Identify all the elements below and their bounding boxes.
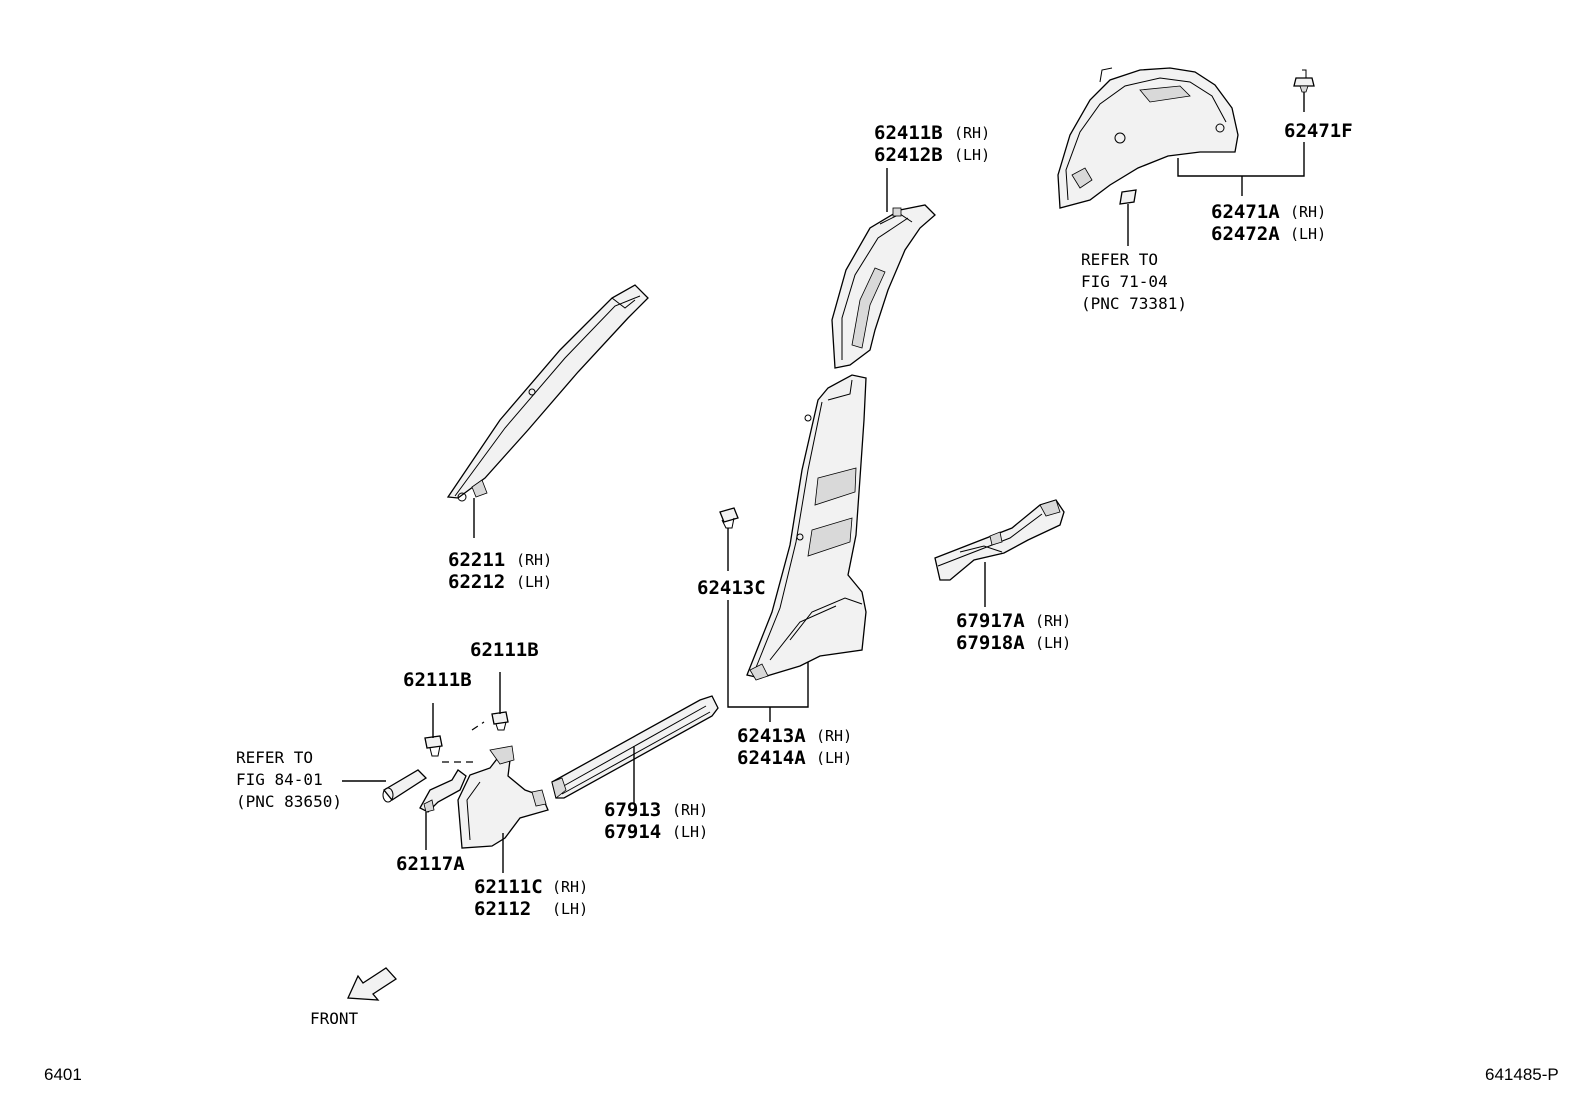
svg-text:(LH): (LH): [816, 749, 852, 767]
front-pillar-garnish-drawing: [446, 284, 649, 502]
label-67913-67914: 67913 (RH) 67914 (LH): [604, 799, 708, 843]
svg-text:62414A: 62414A: [737, 747, 806, 769]
svg-text:(RH): (RH): [516, 551, 552, 569]
label-62411b-62412b: 62411B (RH) 62412B (LH): [874, 122, 990, 166]
svg-text:FIG 84-01: FIG 84-01: [236, 770, 323, 789]
svg-text:(RH): (RH): [816, 727, 852, 745]
front-arrow-icon: [347, 967, 397, 1001]
svg-text:62471F: 62471F: [1284, 120, 1353, 142]
svg-text:67913: 67913: [604, 799, 661, 821]
rear-step-cover-drawing: [934, 499, 1065, 581]
svg-text:62411B: 62411B: [874, 122, 943, 144]
svg-text:67918A: 67918A: [956, 632, 1025, 654]
label-62111c-62112: 62111C (RH) 62112 (LH): [474, 876, 588, 920]
svg-text:(RH): (RH): [1035, 612, 1071, 630]
clip-62471f-drawing: [1293, 69, 1315, 93]
label-62117a: 62117A: [396, 853, 465, 875]
svg-text:62112: 62112: [474, 898, 531, 920]
svg-text:62472A: 62472A: [1211, 223, 1280, 245]
clip-62111b-top-drawing: [491, 711, 509, 731]
svg-text:62412B: 62412B: [874, 144, 943, 166]
bracket-62117a-drawing: [419, 769, 467, 813]
svg-text:(RH): (RH): [954, 124, 990, 142]
clip-62413c-drawing: [719, 507, 739, 529]
svg-text:67917A: 67917A: [956, 610, 1025, 632]
refer-fig-71-04: REFER TO FIG 71-04 (PNC 73381): [1081, 250, 1187, 313]
drawing-id: 641485-P: [1485, 1065, 1559, 1084]
fastener-73381-drawing: [1119, 189, 1137, 205]
label-67917a-67918a: 67917A (RH) 67918A (LH): [956, 610, 1071, 654]
svg-text:(LH): (LH): [552, 900, 588, 918]
svg-text:(RH): (RH): [672, 801, 708, 819]
svg-text:(PNC 73381): (PNC 73381): [1081, 294, 1187, 313]
center-pillar-upper-garnish-drawing: [831, 204, 936, 369]
svg-text:62413A: 62413A: [737, 725, 806, 747]
page-code: 6401: [44, 1065, 82, 1084]
svg-text:FIG 71-04: FIG 71-04: [1081, 272, 1168, 291]
svg-text:67914: 67914: [604, 821, 661, 843]
part-83650-drawing: [382, 769, 428, 803]
label-62211-62212: 62211 (RH) 62212 (LH): [448, 549, 552, 593]
svg-text:62212: 62212: [448, 571, 505, 593]
svg-text:(LH): (LH): [1290, 225, 1326, 243]
svg-text:62111B: 62111B: [403, 669, 472, 691]
svg-text:62117A: 62117A: [396, 853, 465, 875]
svg-text:(LH): (LH): [672, 823, 708, 841]
svg-text:62413C: 62413C: [697, 577, 766, 599]
clip-62111b-left-drawing: [424, 735, 443, 757]
svg-text:(PNC 83650): (PNC 83650): [236, 792, 342, 811]
svg-text:(LH): (LH): [954, 146, 990, 164]
svg-text:(LH): (LH): [516, 573, 552, 591]
svg-text:(RH): (RH): [1290, 203, 1326, 221]
center-pillar-lower-garnish-drawing: [746, 374, 867, 681]
cowl-side-trim-drawing: [457, 745, 549, 849]
svg-text:62111C: 62111C: [474, 876, 543, 898]
label-62111b-top: 62111B: [470, 639, 539, 661]
label-62471a-62472a: 62471A (RH) 62472A (LH): [1211, 201, 1326, 245]
label-62413c: 62413C: [697, 577, 766, 599]
label-62111b-left: 62111B: [403, 669, 472, 691]
svg-text:(RH): (RH): [552, 878, 588, 896]
svg-text:62471A: 62471A: [1211, 201, 1280, 223]
label-62471f: 62471F: [1284, 120, 1353, 142]
svg-text:62211: 62211: [448, 549, 505, 571]
refer-fig-84-01: REFER TO FIG 84-01 (PNC 83650): [236, 748, 342, 811]
quarter-trim-drawing: [1057, 67, 1239, 209]
svg-text:(LH): (LH): [1035, 634, 1071, 652]
scuff-plate-drawing: [551, 695, 719, 799]
svg-text:REFER TO: REFER TO: [1081, 250, 1158, 269]
svg-text:REFER TO: REFER TO: [236, 748, 313, 767]
label-62413a-62414a: 62413A (RH) 62414A (LH): [737, 725, 852, 769]
svg-text:62111B: 62111B: [470, 639, 539, 661]
front-label: FRONT: [310, 1009, 359, 1028]
